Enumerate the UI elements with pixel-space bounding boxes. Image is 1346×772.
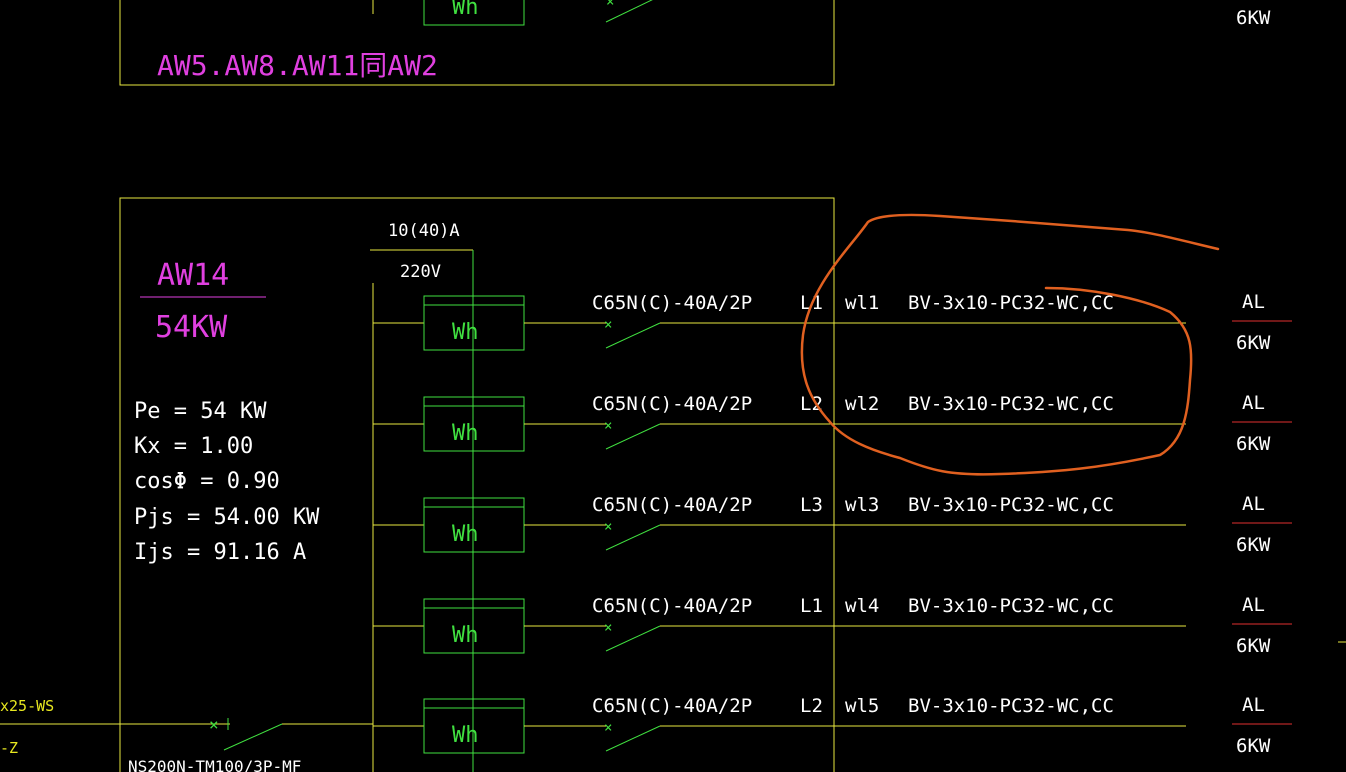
- top-breaker-x: ×: [606, 0, 614, 10]
- load-label: AL: [1242, 493, 1265, 515]
- top-panel: Wh × AW5.AW8.AW11同AW2 6KW: [119, 0, 1271, 86]
- panel-power: 54KW: [155, 310, 228, 345]
- cable-spec: BV-3x10-PC32-WC,CC: [908, 393, 1114, 415]
- cable-spec: BV-3x10-PC32-WC,CC: [908, 595, 1114, 617]
- meter-rating: 10(40)A: [388, 221, 460, 241]
- top-right-power: 6KW: [1236, 7, 1271, 29]
- phase-label: L2: [800, 393, 823, 415]
- meter-label: Wh: [452, 421, 479, 446]
- phase-label: L3: [800, 494, 823, 516]
- meter-label: Wh: [452, 320, 479, 345]
- breaker-label: C65N(C)-40A/2P: [592, 695, 752, 717]
- incoming-cable-2: -Z: [0, 739, 18, 757]
- panel-name: AW14: [157, 258, 229, 293]
- param-pe: Pe = 54 KW: [134, 399, 267, 424]
- breaker-x: ×: [604, 317, 612, 333]
- breaker-x: ×: [604, 418, 612, 434]
- load-label: AL: [1242, 694, 1265, 716]
- param-pjs: Pjs = 54.00 KW: [134, 505, 320, 530]
- breaker-x: ×: [604, 620, 612, 636]
- top-meter-box: [423, 0, 525, 26]
- param-cosphi: cosΦ = 0.90: [134, 469, 280, 494]
- circuit-id: wl5: [845, 695, 879, 717]
- main-breaker-switch: [223, 723, 283, 751]
- load-label: AL: [1242, 291, 1265, 313]
- param-kx: Kx = 1.00: [134, 434, 253, 459]
- circuit-row: Wh × C65N(C)-40A/2P L2 wl5 BV-3x10-PC32-WC,CC…: [373, 694, 1292, 757]
- incoming-cable: x25-WS: [0, 697, 54, 715]
- top-meter-label: Wh: [452, 0, 479, 20]
- breaker-switch: [605, 524, 661, 551]
- breaker-label: C65N(C)-40A/2P: [592, 393, 752, 415]
- phase-label: L1: [800, 595, 823, 617]
- panel-aw14: AW14 54KW Pe = 54 KW Kx = 1.00 cosΦ = 0.…: [0, 197, 835, 772]
- circuit-row: Wh × C65N(C)-40A/2P L1 wl4 BV-3x10-PC32-WC,CC…: [373, 594, 1292, 657]
- circuit-row: Wh × C65N(C)-40A/2P L2 wl2 BV-3x10-PC32-WC,CC…: [373, 392, 1292, 455]
- top-panel-note: AW5.AW8.AW11同AW2: [157, 49, 438, 82]
- load-power: 6KW: [1236, 433, 1271, 455]
- breaker-switch: [605, 423, 661, 450]
- load-label: AL: [1242, 392, 1265, 414]
- annotation-circle: [800, 213, 1220, 476]
- breaker-label: C65N(C)-40A/2P: [592, 595, 752, 617]
- param-ijs: Ijs = 91.16 A: [134, 540, 306, 565]
- breaker-switch: [605, 725, 661, 752]
- breaker-label: C65N(C)-40A/2P: [592, 494, 752, 516]
- breaker-x: ×: [604, 720, 612, 736]
- cable-spec: BV-3x10-PC32-WC,CC: [908, 292, 1114, 314]
- load-label: AL: [1242, 594, 1265, 616]
- meter-label: Wh: [452, 522, 479, 547]
- load-power: 6KW: [1236, 534, 1271, 556]
- breaker-label: C65N(C)-40A/2P: [592, 292, 752, 314]
- meter-label: Wh: [452, 723, 479, 748]
- load-power: 6KW: [1236, 332, 1271, 354]
- circuit-id: wl1: [845, 292, 879, 314]
- meter-label: Wh: [452, 623, 479, 648]
- circuit-row: Wh × C65N(C)-40A/2P L3 wl3 BV-3x10-PC32-WC,CC…: [373, 493, 1292, 556]
- circuit-id: wl4: [845, 595, 879, 617]
- breaker-x: ×: [604, 519, 612, 535]
- main-breaker-label: NS200N-TM100/3P-MF: [128, 757, 301, 772]
- circuit-id: wl2: [845, 393, 879, 415]
- load-power: 6KW: [1236, 635, 1271, 657]
- load-power: 6KW: [1236, 735, 1271, 757]
- main-breaker-x: ×: [209, 715, 219, 734]
- breaker-switch: [605, 625, 661, 652]
- top-breaker-switch: [605, 0, 653, 23]
- voltage-label: 220V: [400, 262, 441, 282]
- cable-spec: BV-3x10-PC32-WC,CC: [908, 695, 1114, 717]
- top-panel-frame: [119, 0, 835, 86]
- breaker-switch: [605, 322, 661, 349]
- annotation-stroke: [800, 213, 1220, 476]
- cable-spec: BV-3x10-PC32-WC,CC: [908, 494, 1114, 516]
- phase-label: L2: [800, 695, 823, 717]
- circuit-id: wl3: [845, 494, 879, 516]
